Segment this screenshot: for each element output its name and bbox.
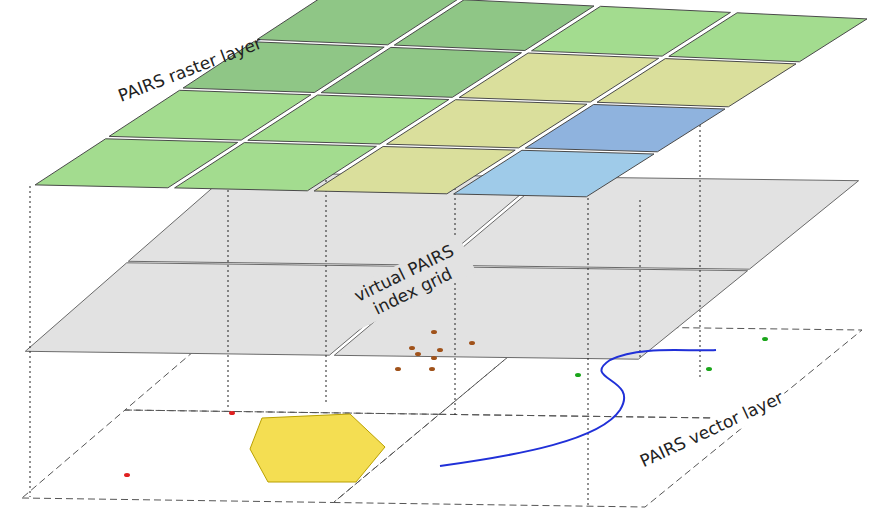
index-grid <box>25 173 858 359</box>
projection-lines <box>30 110 700 505</box>
raster-cell <box>454 150 654 197</box>
raster-cell <box>669 13 867 62</box>
vector-cell <box>22 410 439 503</box>
point-features <box>124 411 235 477</box>
raster-cell <box>525 105 725 152</box>
projection-line <box>228 160 229 410</box>
raster-layer <box>35 0 867 197</box>
projection-line <box>30 186 31 497</box>
raster-cell <box>597 59 796 107</box>
point-features <box>575 337 768 377</box>
layer-label: PAIRS vector layer <box>634 386 790 474</box>
projection-line <box>588 198 589 505</box>
projection-line <box>640 200 641 360</box>
projection-line <box>700 110 701 380</box>
point-features <box>395 330 475 371</box>
polygon-feature <box>250 414 385 482</box>
